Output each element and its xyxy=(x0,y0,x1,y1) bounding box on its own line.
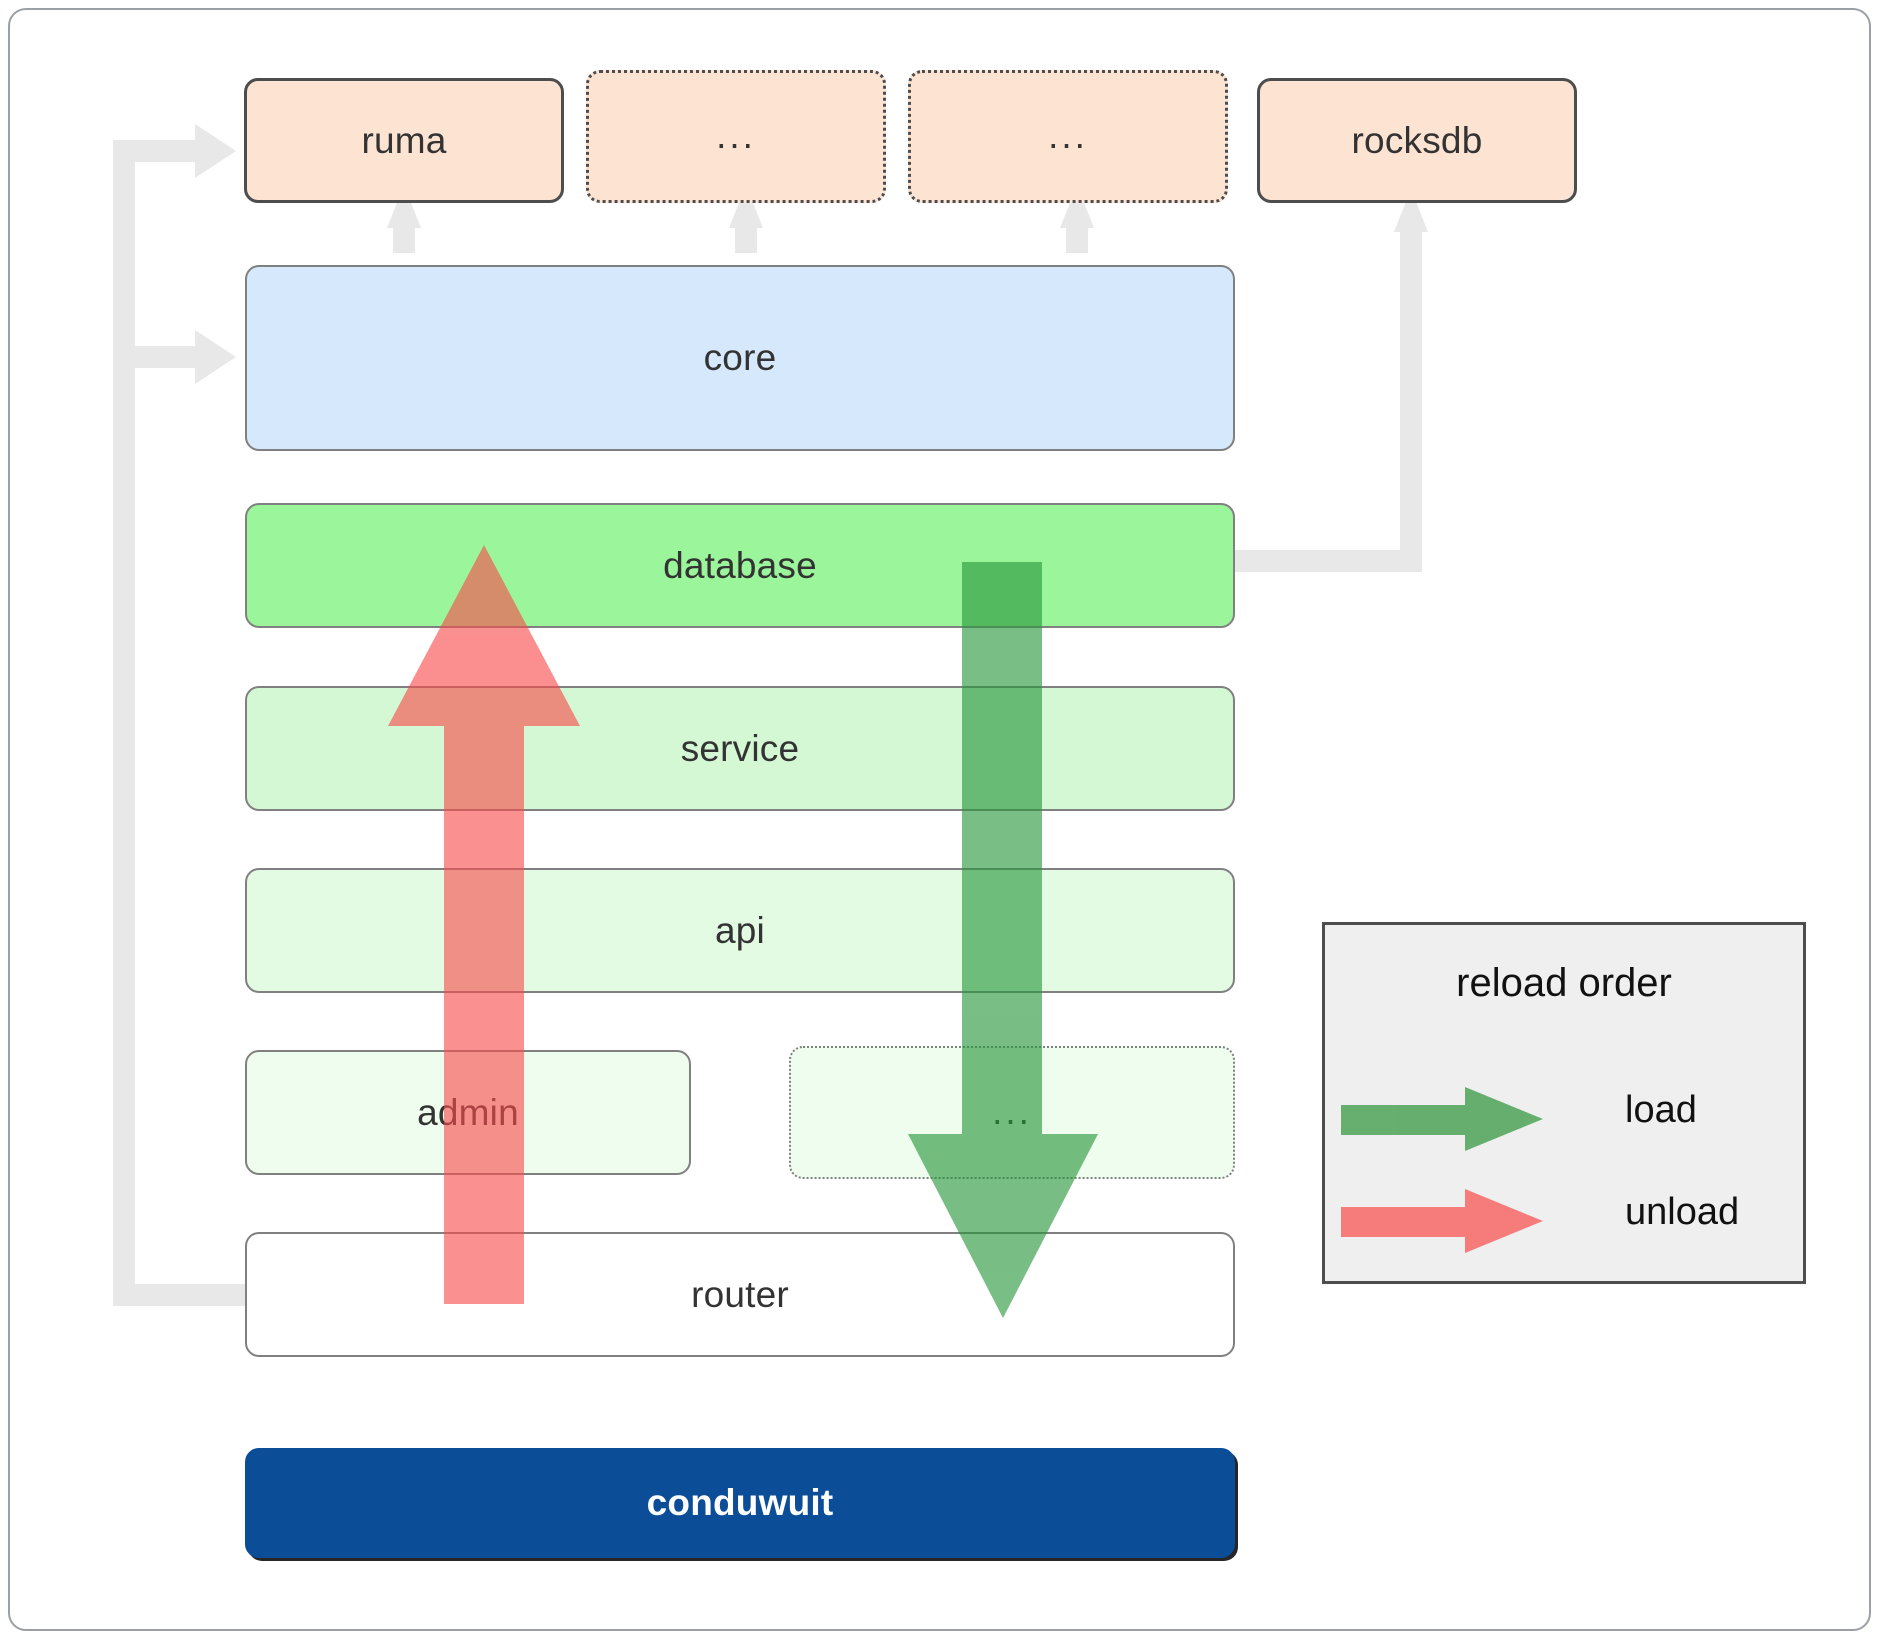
node-ellipsis-top-1-label: ... xyxy=(716,115,756,157)
node-conduwuit[interactable]: conduwuit xyxy=(245,1448,1235,1558)
node-ellipsis-top-2-label: ... xyxy=(1048,115,1088,157)
node-ruma-label: ruma xyxy=(361,119,447,161)
node-router-label: router xyxy=(691,1273,789,1315)
node-conduwuit-label: conduwuit xyxy=(646,1482,834,1523)
node-router[interactable]: router xyxy=(245,1232,1235,1357)
node-ruma[interactable]: ruma xyxy=(244,78,564,203)
node-core[interactable]: core xyxy=(245,265,1235,451)
node-ellipsis-mid-label: ... xyxy=(992,1091,1032,1133)
legend-unload-arrow-icon xyxy=(1341,1189,1543,1253)
legend-unload-label: unload xyxy=(1625,1191,1740,1233)
node-api[interactable]: api xyxy=(245,868,1235,993)
legend-load-label: load xyxy=(1625,1089,1697,1131)
node-ellipsis-top-1[interactable]: ... xyxy=(586,70,886,203)
node-ellipsis-top-2[interactable]: ... xyxy=(908,70,1228,203)
node-database[interactable]: database xyxy=(245,503,1235,628)
node-admin-label: admin xyxy=(417,1091,519,1133)
legend-panel: reload order load unload xyxy=(1322,922,1806,1284)
legend-row-load: load xyxy=(1325,1073,1803,1163)
node-core-label: core xyxy=(703,337,777,378)
legend-title: reload order xyxy=(1456,961,1672,1005)
node-rocksdb-label: rocksdb xyxy=(1351,119,1483,161)
node-database-label: database xyxy=(663,544,817,586)
node-ellipsis-mid[interactable]: ... xyxy=(789,1046,1235,1179)
node-rocksdb[interactable]: rocksdb xyxy=(1257,78,1577,203)
node-api-label: api xyxy=(715,909,765,951)
node-admin[interactable]: admin xyxy=(245,1050,691,1175)
diagram-frame xyxy=(8,8,1871,1631)
node-service-label: service xyxy=(680,727,800,769)
legend-load-arrow-icon xyxy=(1341,1087,1543,1151)
node-service[interactable]: service xyxy=(245,686,1235,811)
legend-row-unload: unload xyxy=(1325,1175,1803,1265)
